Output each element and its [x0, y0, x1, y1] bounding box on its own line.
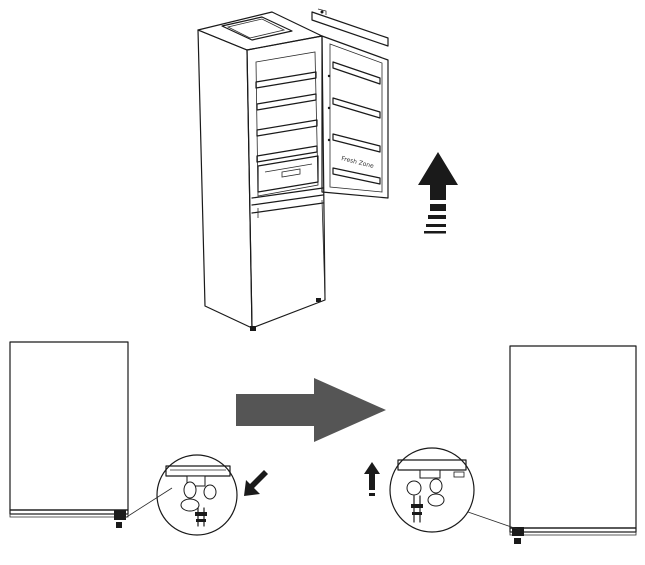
- fridge-front-right: [467, 345, 637, 544]
- lift-door-up-arrow: [418, 152, 458, 234]
- hinge-detail-install: [364, 447, 475, 533]
- door-label-text: Fresh Zone: [341, 155, 375, 170]
- right-arrow: [236, 378, 386, 442]
- fridge-open-door-illustration: Fresh Zone: [197, 8, 389, 331]
- fridge-front-left: [9, 341, 173, 528]
- hinge-detail-remove: [156, 454, 268, 536]
